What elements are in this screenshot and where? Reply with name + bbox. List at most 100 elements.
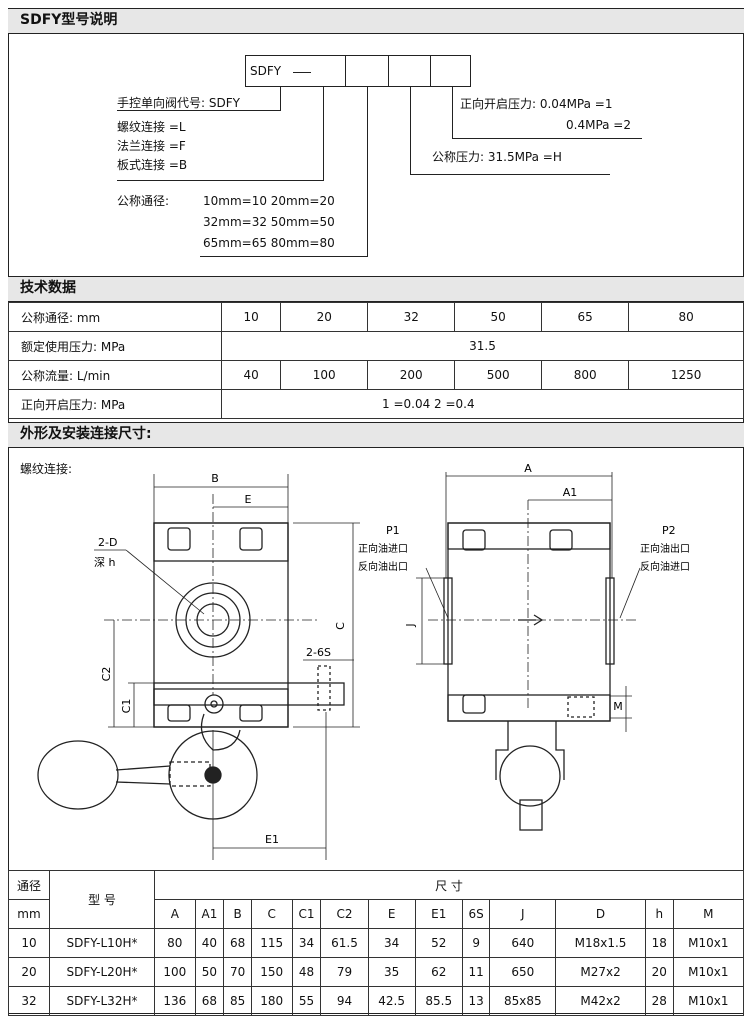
table-cell: SDFY-L32H* bbox=[49, 986, 155, 1016]
right-view bbox=[443, 522, 615, 831]
table-cell: 48 bbox=[291, 957, 322, 987]
handwheel-side bbox=[499, 745, 561, 807]
table-cell: 500 bbox=[454, 360, 543, 390]
table-cell: SDFY-L10H* bbox=[49, 928, 155, 958]
table-row: 32 SDFY-L32H* 136 68 85 180 55 94 42.5 8… bbox=[8, 986, 745, 1016]
model-code-box bbox=[245, 55, 471, 87]
table-cell: 150 bbox=[250, 957, 293, 987]
column-header: J bbox=[489, 899, 557, 929]
table-cell: 65 bbox=[541, 302, 630, 332]
column-header: M bbox=[672, 899, 745, 929]
table-row: 额定使用压力: MPa 31.5 bbox=[8, 331, 744, 361]
column-header: C1 bbox=[291, 899, 322, 929]
port-p2: P2 bbox=[662, 524, 676, 537]
table-row: 通径 型 号 尺 寸 bbox=[8, 870, 744, 929]
column-header: E bbox=[367, 899, 416, 929]
header-unit: mm bbox=[8, 899, 50, 929]
table-cell: 34 bbox=[367, 928, 416, 958]
column-header: 6S bbox=[461, 899, 491, 929]
dim-label-C2: C2 bbox=[100, 667, 113, 682]
table-cell: 20 bbox=[644, 957, 674, 987]
port-p1: P1 bbox=[386, 524, 400, 537]
dimension-table: 通径 型 号 尺 寸 mm A A1 B C C1 C2 E E1 6S J D… bbox=[8, 870, 745, 1016]
dim-label-A: A bbox=[524, 462, 532, 475]
row-label: 公称流量: L/min bbox=[8, 360, 222, 390]
thread-connection-label: 螺纹连接: bbox=[20, 462, 73, 476]
table-cell: M10x1 bbox=[672, 986, 745, 1016]
dim-label-C1: C1 bbox=[120, 699, 133, 714]
table-cell: 640 bbox=[489, 928, 557, 958]
p1-forward-in: 正向油进口 bbox=[358, 542, 408, 555]
valve-drawing: B E C C2 C1 E1 2-D 深 h 2-6S A A1 J M P1 … bbox=[37, 462, 690, 860]
column-header: B bbox=[223, 899, 252, 929]
table-cell: SDFY-L20H* bbox=[49, 957, 155, 987]
column-header: D bbox=[555, 899, 646, 929]
table-cell: 28 bbox=[644, 986, 674, 1016]
table-cell: M10x1 bbox=[672, 928, 745, 958]
valve-body-side bbox=[447, 522, 611, 722]
table-cell: 68 bbox=[223, 928, 252, 958]
p2-reverse-in: 反向油进口 bbox=[640, 560, 690, 573]
nominal-size-label: 公称通径: bbox=[117, 194, 170, 208]
table-cell: 85 bbox=[223, 986, 252, 1016]
column-header: A bbox=[154, 899, 196, 929]
table-cell: 80 bbox=[628, 302, 744, 332]
table-cell: 80 bbox=[154, 928, 196, 958]
table-cell: 20 bbox=[280, 302, 369, 332]
connection-plate: 板式连接 =B bbox=[117, 158, 188, 172]
table-cell: 100 bbox=[280, 360, 369, 390]
dim-label-C: C bbox=[334, 622, 347, 630]
top-flange bbox=[153, 522, 289, 562]
table-cell: 11 bbox=[461, 957, 491, 987]
nominal-size-row: 65mm=65 80mm=80 bbox=[203, 236, 335, 250]
handle-knob bbox=[37, 740, 119, 810]
table-row: 正向开启压力: MPa 1 =0.04 2 =0.4 bbox=[8, 389, 744, 419]
table-cell: 31.5 bbox=[221, 331, 744, 361]
table-cell: 68 bbox=[194, 986, 225, 1016]
table-cell: 40 bbox=[194, 928, 225, 958]
cracking-pressure-label: 正向开启压力: 0.04MPa =1 bbox=[460, 97, 613, 111]
tech-data-table: 公称通径: mm 10 20 32 50 65 80 额定使用压力: MPa 3… bbox=[8, 302, 744, 419]
table-row: 20 SDFY-L20H* 100 50 70 150 48 79 35 62 … bbox=[8, 957, 745, 987]
table-cell: 40 bbox=[220, 360, 282, 390]
bottom-flange bbox=[153, 688, 289, 728]
table-cell: 55 bbox=[291, 986, 322, 1016]
table-cell: 42.5 bbox=[367, 986, 416, 1016]
connection-threaded: 螺纹连接 =L bbox=[117, 120, 186, 134]
table-cell: 34 bbox=[291, 928, 322, 958]
table-cell: 94 bbox=[320, 986, 369, 1016]
table-cell: 9 bbox=[461, 928, 491, 958]
table-cell: 62 bbox=[414, 957, 463, 987]
valve-body bbox=[153, 522, 289, 728]
hole-label: 2-D bbox=[98, 536, 117, 549]
table-cell: M10x1 bbox=[672, 957, 745, 987]
dim-label-B: B bbox=[211, 472, 219, 485]
table-cell: 1 =0.04 2 =0.4 bbox=[221, 389, 744, 419]
table-cell: 20 bbox=[8, 957, 50, 987]
designation-text: 手控单向阀代号: SDFY bbox=[117, 96, 240, 110]
table-cell: 650 bbox=[489, 957, 557, 987]
p2-forward-out: 正向油出口 bbox=[640, 542, 690, 555]
depth-label: 深 h bbox=[94, 556, 115, 569]
table-cell: 10 bbox=[8, 928, 50, 958]
table-cell: M27x2 bbox=[555, 957, 646, 987]
column-header: E1 bbox=[414, 899, 463, 929]
table-cell: 200 bbox=[367, 360, 456, 390]
table-cell: 35 bbox=[367, 957, 416, 987]
dim-label-A1: A1 bbox=[563, 486, 578, 499]
column-header: C bbox=[250, 899, 293, 929]
table-row: 公称通径: mm 10 20 32 50 65 80 bbox=[8, 302, 744, 332]
table-cell: 50 bbox=[194, 957, 225, 987]
table-cell: M42x2 bbox=[555, 986, 646, 1016]
column-header: A1 bbox=[194, 899, 225, 929]
p1-reverse-out: 反向油出口 bbox=[358, 560, 408, 573]
table-row: 公称流量: L/min 40 100 200 500 800 1250 bbox=[8, 360, 744, 390]
table-row: 10 SDFY-L10H* 80 40 68 115 34 61.5 34 52… bbox=[8, 928, 745, 958]
nominal-size-row: 10mm=10 20mm=20 bbox=[203, 194, 335, 208]
header-size: 尺 寸 bbox=[154, 870, 744, 900]
model-code-prefix: SDFY bbox=[250, 64, 282, 78]
dim-label-E: E bbox=[245, 493, 252, 506]
table-cell: M18x1.5 bbox=[555, 928, 646, 958]
row-label: 额定使用压力: MPa bbox=[8, 331, 222, 361]
table-cell: 1250 bbox=[628, 360, 744, 390]
